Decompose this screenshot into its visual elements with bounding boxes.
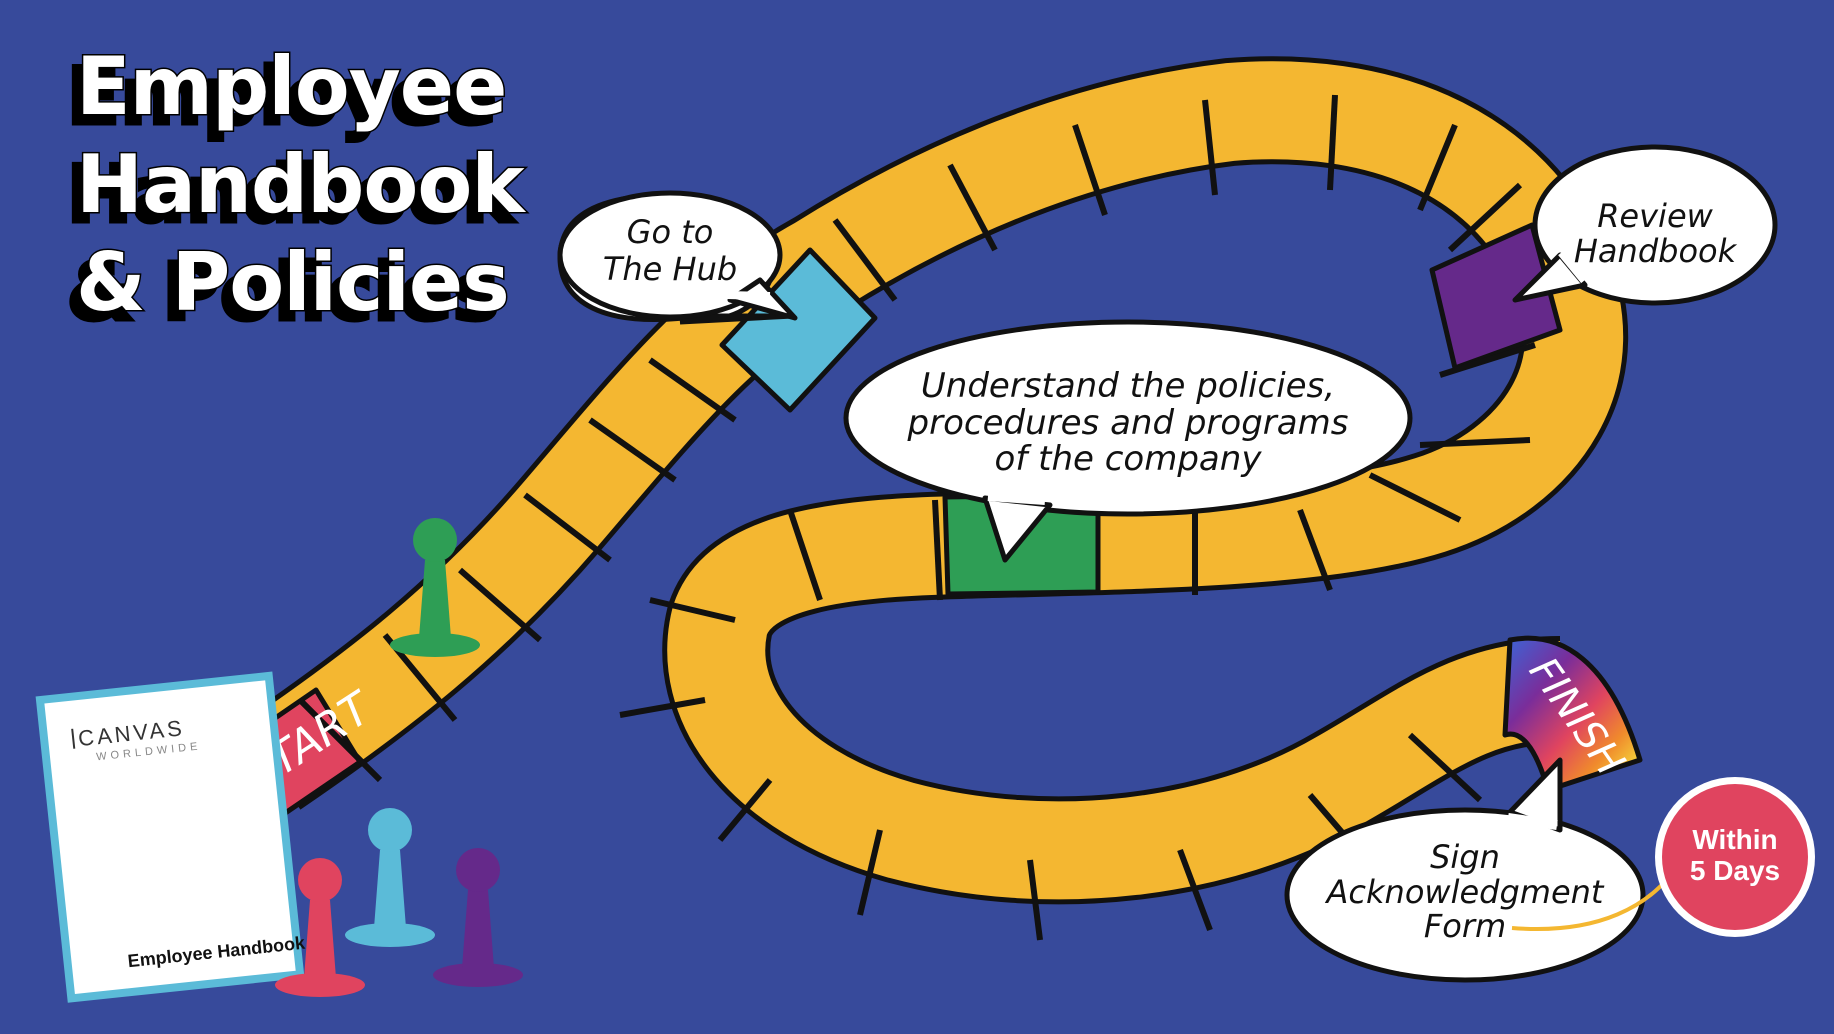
space-review <box>1429 222 1563 371</box>
tile-divider <box>1417 123 1458 212</box>
bubble-sign-line1: Sign <box>1430 838 1500 876</box>
bubble-hub-line2: The Hub <box>603 250 737 288</box>
tile-divider <box>649 597 736 623</box>
tile-divider <box>619 697 706 718</box>
tile-divider <box>297 697 383 783</box>
handbook-page <box>35 671 305 1003</box>
bubble-sign-line2: Acknowledgment <box>1325 873 1605 911</box>
bubble-understand-line1: Understand the policies, <box>921 366 1335 406</box>
tile-divider <box>588 417 677 483</box>
bubble-hub: Go to The Hub <box>557 190 798 325</box>
pawn-head <box>413 518 457 562</box>
tile-divider <box>1177 848 1213 932</box>
pawn-stem <box>419 560 451 638</box>
tile-divider <box>857 829 883 916</box>
tile-divider <box>458 567 542 643</box>
badge-circle <box>1662 784 1808 930</box>
title-line-1: Employee <box>76 40 506 133</box>
space-hub <box>719 247 878 413</box>
tile-divider <box>1027 859 1043 941</box>
tile-divider <box>1327 94 1338 191</box>
bubble-understand-line2: procedures and programs <box>907 403 1349 443</box>
pawn-stem <box>462 890 494 968</box>
tile-divider <box>1407 732 1483 803</box>
tile-divider <box>787 509 823 601</box>
title-shadow-3: & Policies <box>66 246 499 339</box>
brand-mark <box>71 728 76 749</box>
title-shadow-2: Handbook <box>66 148 516 241</box>
board-track <box>242 61 1623 900</box>
pawn-stem <box>374 850 406 928</box>
tile-divider <box>1447 182 1523 253</box>
bubble-sign: Sign Acknowledgment Form <box>1284 757 1646 983</box>
deadline-badge: Within 5 Days <box>1655 777 1815 937</box>
pawn-head <box>298 858 342 902</box>
pawn-base <box>275 973 365 997</box>
tile-divider <box>1297 508 1333 592</box>
bubble-hub-line1: Go to <box>627 213 714 251</box>
handbook-document: CANVAS WORLDWIDE Employee Handbook <box>35 671 307 1003</box>
title-shadow-1: Employee <box>66 50 496 143</box>
tile-divider <box>523 492 612 563</box>
pawn-head <box>368 808 412 852</box>
bubble-sign-line3: Form <box>1424 907 1506 945</box>
tile-divider <box>1072 124 1108 216</box>
space-finish <box>1502 635 1643 793</box>
tile-divider <box>1419 437 1531 448</box>
page-title: Employee Handbook & Policies Employee Ha… <box>65 39 529 341</box>
title-line-3: & Policies <box>76 236 509 329</box>
bubble-understand-line3: of the company <box>995 439 1263 479</box>
tile-divider <box>1202 99 1218 196</box>
bubble-review-line2: Handbook <box>1574 232 1738 270</box>
tile-divider <box>1368 472 1462 523</box>
tile-divider <box>947 163 998 252</box>
bubble-review-line1: Review <box>1597 197 1713 235</box>
tile-divider <box>648 357 737 423</box>
pawn-green <box>390 518 480 657</box>
pawns <box>275 518 523 997</box>
pawn-head <box>456 848 500 892</box>
tile-divider <box>717 778 773 842</box>
tile-divider <box>1439 342 1536 378</box>
board-path <box>233 56 1643 941</box>
title-line-2: Handbook <box>76 138 526 231</box>
tile-divider <box>832 218 898 302</box>
pawn-purple <box>433 848 523 987</box>
pawn-stem <box>304 900 336 978</box>
pawn-red <box>275 858 365 997</box>
bubble-review: Review Handbook <box>1512 144 1778 306</box>
pawn-base <box>390 633 480 657</box>
pawn-base <box>433 963 523 987</box>
bubble-understand: Understand the policies, procedures and … <box>843 319 1413 563</box>
tile-divider <box>932 499 943 601</box>
badge-line1: Within <box>1692 824 1777 855</box>
badge-line2: 5 Days <box>1690 855 1780 886</box>
pawn-base <box>345 923 435 947</box>
pawn-teal <box>345 808 435 947</box>
